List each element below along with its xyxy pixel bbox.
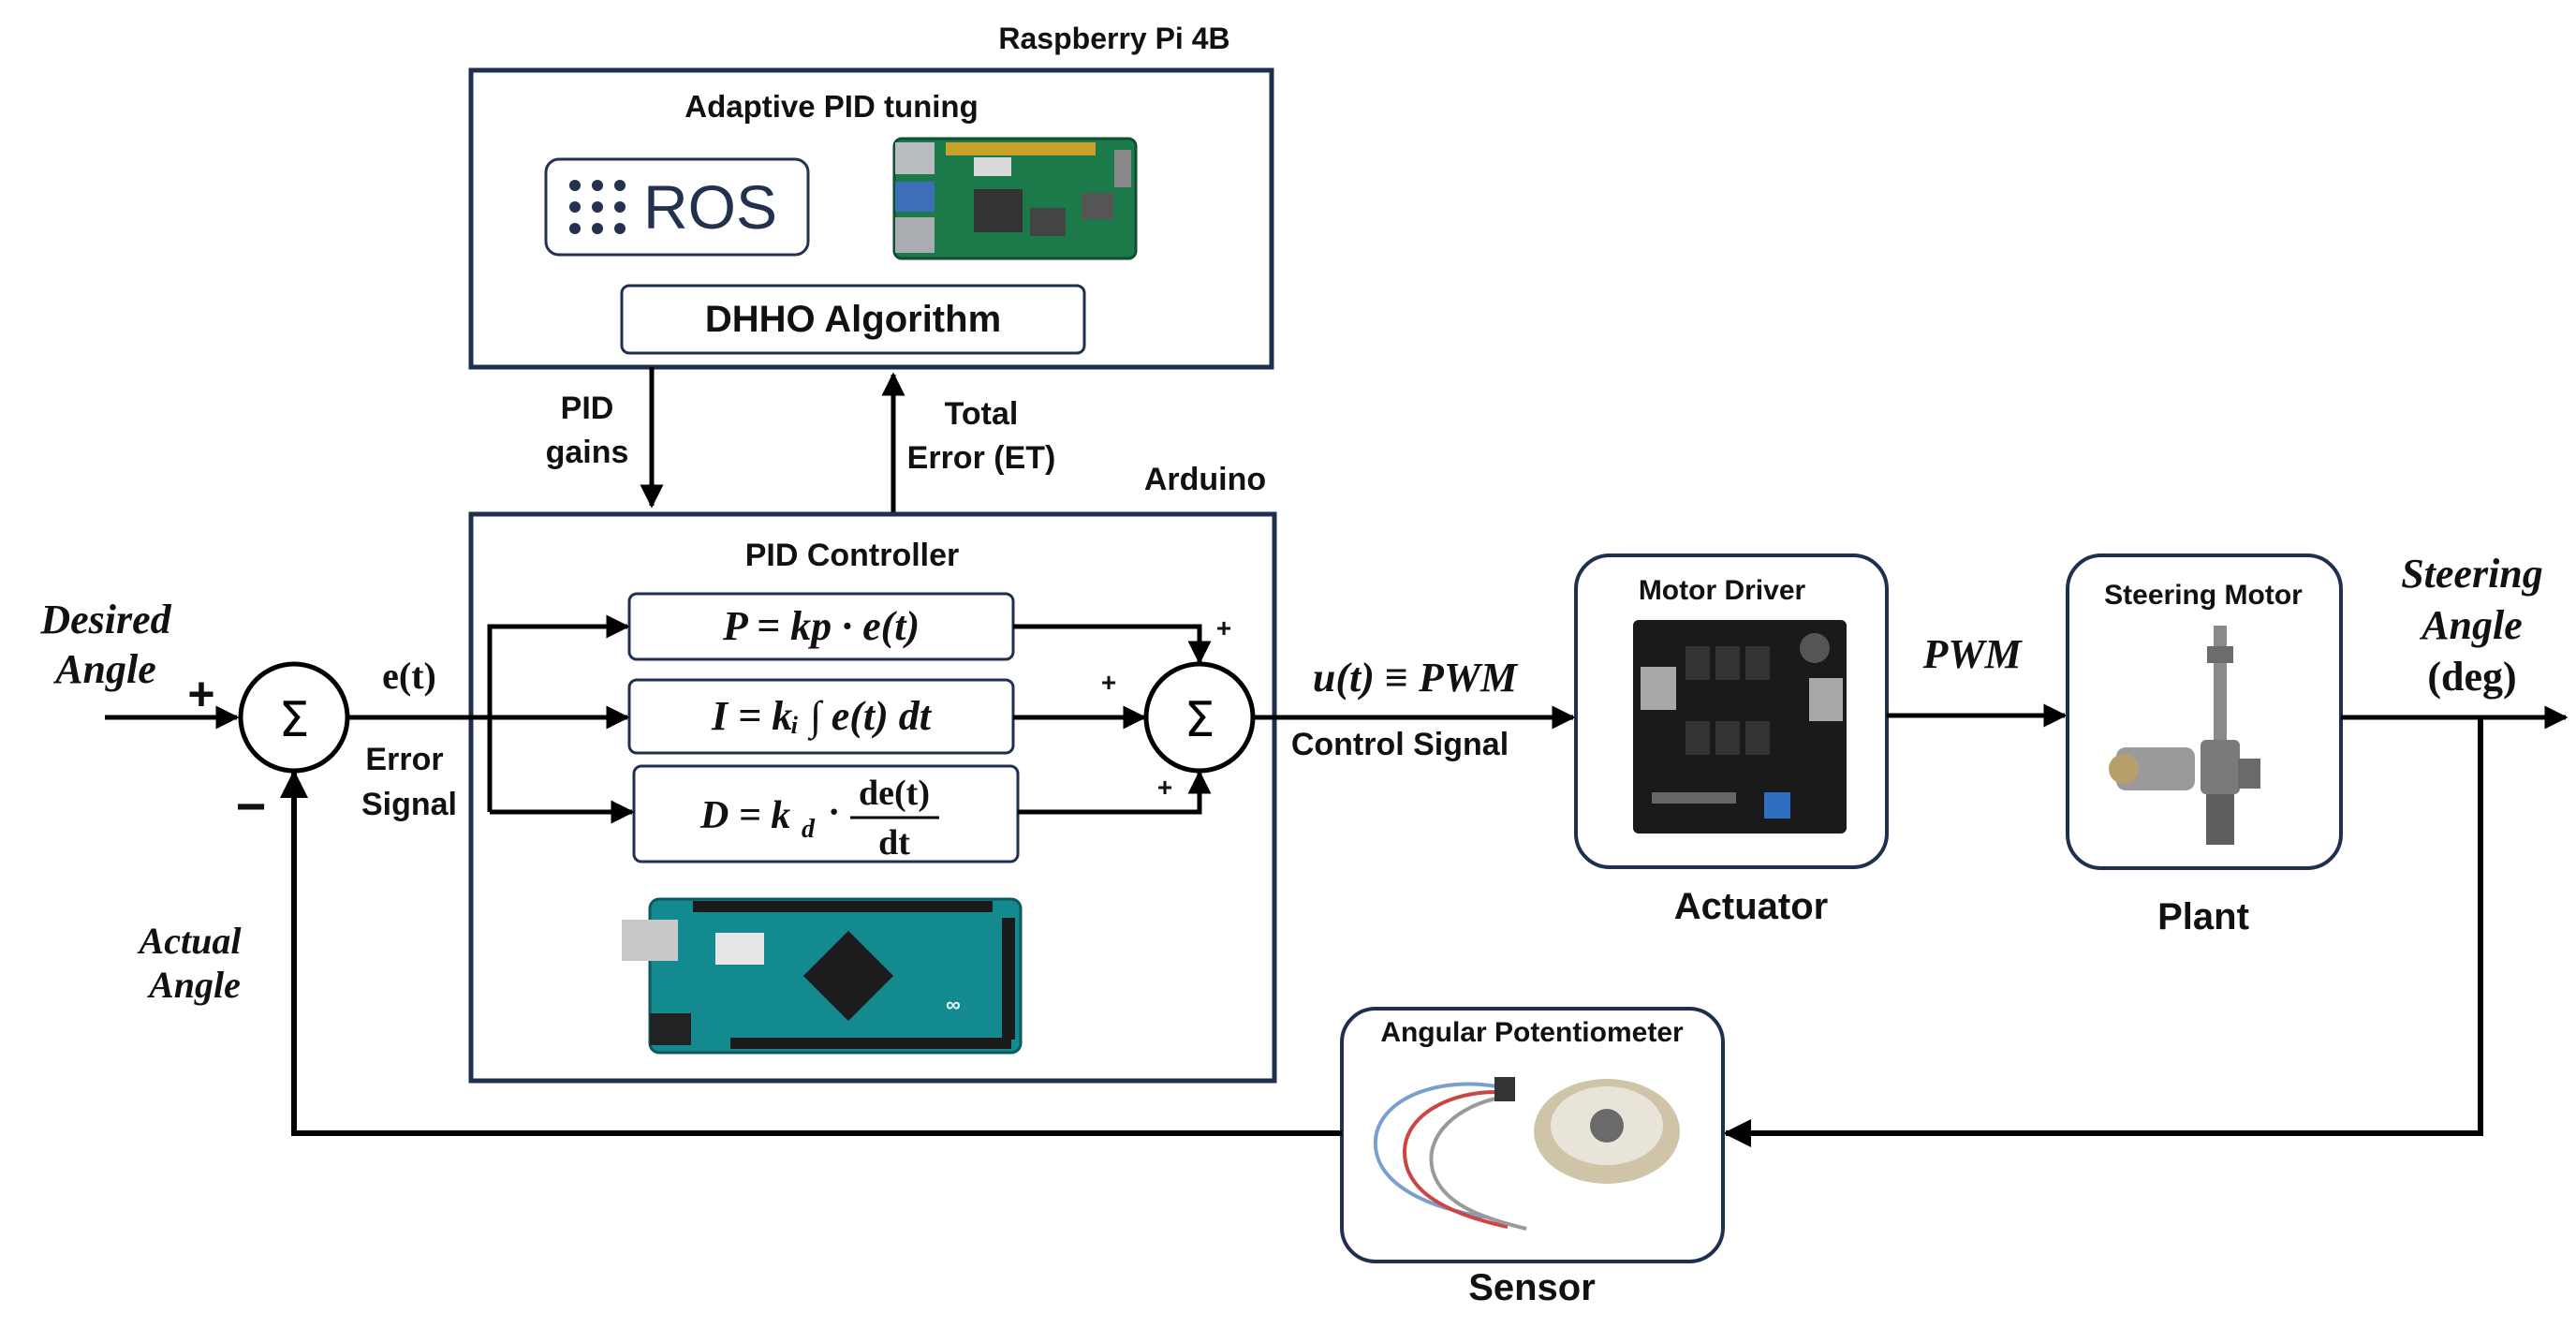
p-plus-sign: + bbox=[1216, 613, 1231, 642]
d-term-formula: D = k d · de(t) dt bbox=[699, 774, 939, 863]
steering-angle-label-3: (deg) bbox=[2427, 654, 2516, 700]
desired-angle-label-1: Desired bbox=[39, 597, 171, 642]
arduino-board-icon: ∞ bbox=[622, 897, 1023, 1055]
error-signal-label-1: Error bbox=[365, 742, 443, 777]
d-term-box bbox=[632, 764, 1020, 863]
raspberry-pi-label: Raspberry Pi 4B bbox=[998, 22, 1229, 55]
angular-potentiometer-label: Angular Potentiometer bbox=[1380, 1017, 1684, 1048]
motor-driver-label: Motor Driver bbox=[1639, 575, 1806, 606]
feedback-to-sensor-arrow bbox=[1723, 717, 2483, 1147]
raspberry-pi-board-icon bbox=[892, 137, 1138, 260]
pwm-label: PWM bbox=[1921, 631, 2023, 677]
arduino-label: Arduino bbox=[1144, 462, 1266, 497]
p-term-formula: P = kp · e(t) bbox=[722, 603, 920, 649]
steering-motor-label: Steering Motor bbox=[2104, 580, 2303, 611]
pid-controller-label: PID Controller bbox=[745, 538, 960, 573]
d-term-dot: · bbox=[828, 790, 840, 833]
error-function-label: e(t) bbox=[382, 655, 436, 697]
dhho-algorithm-label: DHHO Algorithm bbox=[705, 299, 1001, 340]
ros-logo-icon: ROS bbox=[544, 157, 810, 257]
potentiometer-icon bbox=[1373, 1077, 1680, 1231]
arduino-frame bbox=[468, 511, 1277, 1084]
desired-angle-label-2: Angle bbox=[52, 646, 156, 692]
raspberry-pi-frame bbox=[468, 67, 1274, 370]
i-term-formula: I = kᵢ ∫ e(t) dt bbox=[711, 693, 933, 741]
ros-logo-text: ROS bbox=[643, 172, 777, 242]
pid-sum-symbol: Σ bbox=[1185, 692, 1215, 748]
d-term-lhs: D = k bbox=[699, 794, 790, 837]
feedback-to-summer-arrow bbox=[280, 770, 1342, 1136]
d-term-subscript: d bbox=[802, 815, 816, 844]
actuator-label: Actuator bbox=[1674, 886, 1828, 927]
d-term-denominator: dt bbox=[878, 823, 910, 863]
p-branch-arrow bbox=[487, 614, 630, 812]
total-error-label-2: Error (ET) bbox=[907, 440, 1056, 476]
pid-gains-label-2: gains bbox=[546, 435, 629, 470]
p-output-arrow bbox=[1013, 624, 1212, 665]
d-plus-sign: + bbox=[1157, 773, 1172, 802]
dhho-algorithm-box bbox=[620, 284, 1086, 355]
adaptive-pid-label: Adaptive PID tuning bbox=[684, 89, 979, 124]
control-signal-label: Control Signal bbox=[1291, 727, 1509, 762]
steering-motor-icon bbox=[2109, 626, 2260, 845]
plant-label: Plant bbox=[2157, 896, 2249, 937]
control-signal-formula: u(t) ≡ PWM bbox=[1313, 655, 1519, 701]
error-signal-label-2: Signal bbox=[361, 787, 457, 822]
pid-gains-label-1: PID bbox=[561, 391, 614, 426]
steering-angle-label-1: Steering bbox=[2401, 551, 2543, 597]
i-plus-sign: + bbox=[1101, 668, 1116, 697]
feedback-minus-sign: − bbox=[236, 776, 267, 835]
actual-angle-label-1: Actual bbox=[137, 920, 243, 962]
total-error-label-1: Total bbox=[945, 396, 1019, 432]
d-term-numerator: de(t) bbox=[859, 774, 930, 813]
d-output-arrow bbox=[1018, 770, 1212, 815]
svg-text:∞: ∞ bbox=[946, 993, 961, 1016]
motor-driver-board-icon bbox=[1633, 620, 1847, 834]
steering-angle-label-2: Angle bbox=[2419, 602, 2523, 648]
sensor-label: Sensor bbox=[1468, 1267, 1596, 1308]
input-plus-sign: + bbox=[187, 668, 214, 720]
actual-angle-label-2: Angle bbox=[146, 964, 241, 1006]
error-sum-symbol: Σ bbox=[279, 692, 310, 748]
